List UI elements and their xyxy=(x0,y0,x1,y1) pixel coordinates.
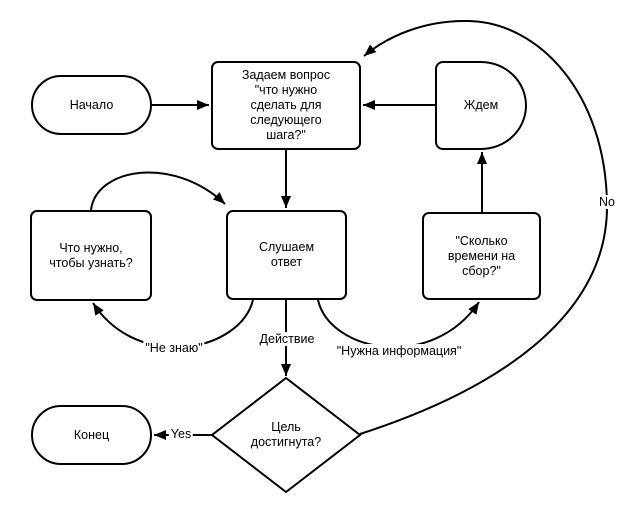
edge-label-need-info: "Нужна информация" xyxy=(334,344,464,358)
node-start: Начало xyxy=(31,75,152,135)
node-end: Конец xyxy=(31,405,152,465)
node-ask-question: Задаем вопрос "что нужно сделать для сле… xyxy=(211,61,361,150)
node-gather-time: "Сколько времени на сбор?" xyxy=(422,212,541,300)
node-goal-reached-diamond xyxy=(210,376,362,494)
edge-label-yes: Yes xyxy=(168,427,194,441)
node-wait: Ждем xyxy=(435,61,527,150)
edge-label-dont-know: "Не знаю" xyxy=(143,341,205,355)
node-listen-answer: Слушаем ответ xyxy=(226,210,347,300)
node-what-to-learn: Что нужно, чтобы узнать? xyxy=(30,210,152,301)
edge-label-no: No xyxy=(597,195,617,209)
edge-listen-to-gather-need-info xyxy=(317,299,480,349)
edge-label-action: Действие xyxy=(257,332,317,346)
node-goal-reached-label: Цель достигнута? xyxy=(250,420,322,449)
edge-whattolearn-to-listen xyxy=(90,171,226,211)
edge-decision-to-question-no xyxy=(359,19,609,435)
